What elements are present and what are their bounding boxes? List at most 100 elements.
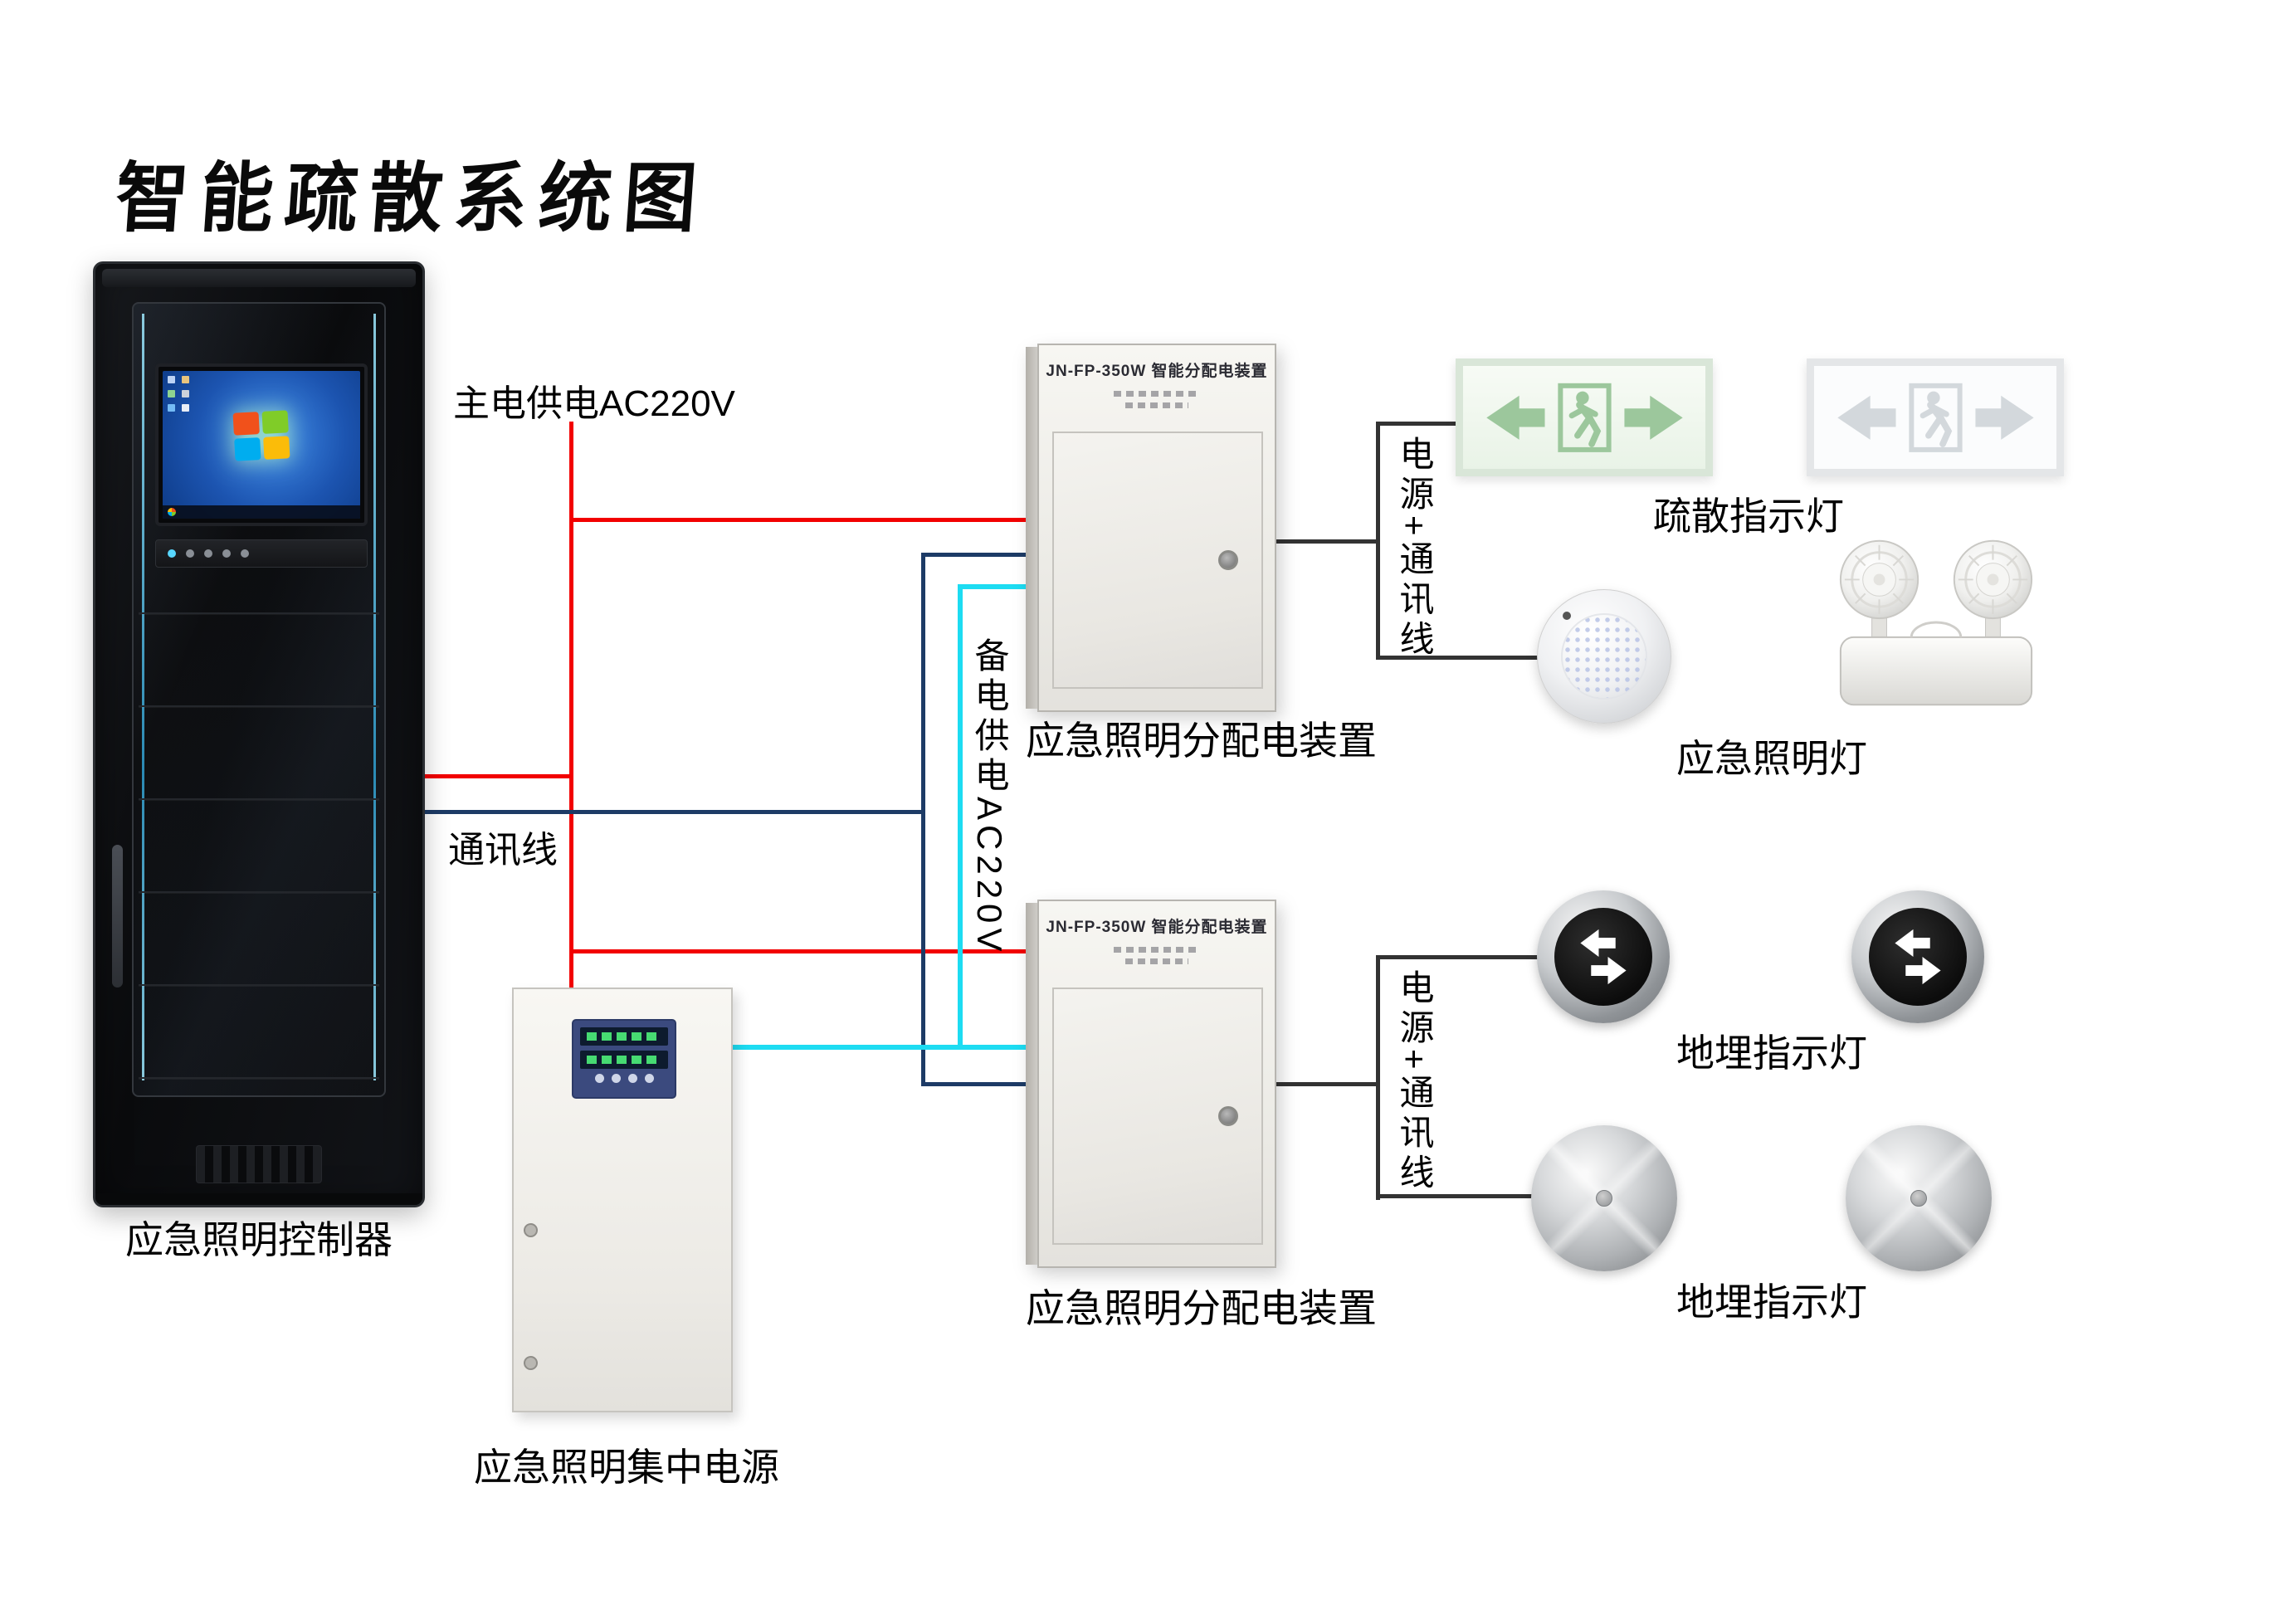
power-supply-display [572,1019,676,1099]
ground-light-face [1869,908,1967,1006]
ground-light-group-top-label: 地埋指示灯 [1676,1031,1867,1075]
ground-arrow-light-2 [1851,890,1984,1023]
wire-backup-power-horizontal [732,1045,1026,1050]
ground-steel-light-1 [1531,1125,1677,1271]
backup-power-wire-label: 备电供电AC220V [970,637,1009,957]
power-supply-button [611,1074,621,1083]
cabinet-vent-grille [196,1145,322,1183]
desktop-icon [182,404,189,412]
central-power-label: 应急照明集中电源 [474,1446,779,1489]
wire-output-top-bracket [1376,422,1380,660]
windows-desktop [163,371,360,519]
indicator-row [1114,391,1200,397]
rack-unit-divider [139,984,379,986]
panel-button [204,549,212,558]
windows-logo-pane [232,412,260,436]
cabinet-door-handle [112,845,123,988]
cabinet-accent-strip-left [142,314,144,1080]
desktop-icons [168,376,189,412]
wire-output-to-ground-light-1 [1376,955,1539,959]
power-supply-button [644,1074,654,1083]
power-supply-buttons [580,1074,668,1083]
windows-taskbar [163,505,360,519]
wire-main-power-vertical [569,422,573,989]
led-dot-array [1561,613,1647,700]
distribution-box-bottom: JN-FP-350W 智能分配电装置 [1026,900,1276,1275]
wire-output-bottom-stub [1275,1082,1379,1086]
desktop-icon [182,376,189,383]
emergency-light-group-label: 应急照明灯 [1676,737,1867,780]
ceiling-emergency-light [1537,589,1671,724]
exit-sign-pictogram-icon [1485,383,1683,452]
ground-steel-light-2 [1846,1125,1992,1271]
double-arrow-icon [1580,929,1627,985]
twin-head-emergency-light [1829,538,2043,720]
main-power-wire-label: 主电供电AC220V [453,383,735,424]
emergency-lighting-controller-cabinet [93,261,425,1207]
indicator-row [1125,958,1188,964]
cabinet-accent-strip-right [373,314,376,1080]
wire-output-to-emergency-light [1376,656,1539,660]
distribution-box-door [1052,432,1263,689]
cabinet-control-panel [155,539,368,568]
power-comm-label-top: 电源+通讯线 [1395,436,1434,661]
cabinet-base [95,1193,422,1205]
diagram-title: 智能疏散系统图 [112,153,712,243]
windows-logo-pane [261,410,289,435]
ground-light-face [1554,908,1652,1006]
light-sensor-dot [1563,612,1571,620]
rack-unit-divider [139,1077,379,1079]
wire-comm-to-distbox-bottom [921,1082,1026,1086]
controller-label: 应急照明控制器 [125,1218,393,1261]
ground-light-group-bottom-label: 地埋指示灯 [1676,1280,1867,1324]
power-comm-label-bottom: 电源+通讯线 [1395,969,1434,1194]
double-arrow-icon [1895,929,1941,985]
wire-comm-to-distbox-top [921,553,1026,557]
wire-output-to-exit-sign [1376,422,1459,426]
distribution-box-bottom-label: 应急照明分配电装置 [1026,1286,1377,1330]
desktop-icon [168,390,175,397]
desktop-icon [168,404,175,412]
power-supply-lcd-row [580,1051,668,1069]
wire-output-bottom-bracket [1376,955,1380,1200]
rack-unit-divider [139,798,379,800]
central-power-supply-box [512,988,733,1412]
ground-arrow-light-1 [1537,890,1670,1023]
windows-logo-pane [263,436,290,461]
power-supply-lcd-row [580,1027,668,1046]
wire-comm-from-controller [422,810,924,814]
windows-logo-pane [234,437,261,461]
rack-unit-divider [139,891,379,893]
indicator-row [1114,947,1200,953]
center-screw-icon [1910,1190,1927,1207]
wire-backup-power-vertical [958,584,963,1050]
twin-head-light-icon [1839,539,2033,706]
comm-wire-label: 通讯线 [448,830,558,871]
power-supply-keyhole [524,1356,538,1370]
rack-unit-divider [139,612,379,614]
distribution-box-panel-title: JN-FP-350W 智能分配电装置 [1046,919,1268,936]
cabinet-monitor [155,363,368,526]
center-screw-icon [1596,1190,1612,1207]
exit-sign-1 [1456,358,1713,476]
panel-led [168,549,176,558]
windows-logo-icon [232,410,290,461]
windows-start-orb-icon [168,508,176,516]
power-supply-button [594,1074,604,1083]
distribution-box-top-label: 应急照明分配电装置 [1026,719,1377,763]
door-lock-icon [1218,550,1238,570]
wire-output-top-stub [1275,539,1379,544]
distribution-box-panel-title: JN-FP-350W 智能分配电装置 [1046,363,1268,380]
distribution-box-top: JN-FP-350W 智能分配电装置 [1026,344,1276,719]
exit-sign-2 [1807,358,2064,476]
panel-button [186,549,194,558]
panel-button [241,549,249,558]
distribution-box-side-face [1026,903,1041,1265]
distribution-box-door [1052,988,1263,1245]
distribution-box-side-face [1026,347,1041,709]
panel-button [222,549,231,558]
desktop-icon [182,390,189,397]
wire-main-power-to-controller [422,774,573,778]
exit-sign-pictogram-icon [1837,383,2034,452]
